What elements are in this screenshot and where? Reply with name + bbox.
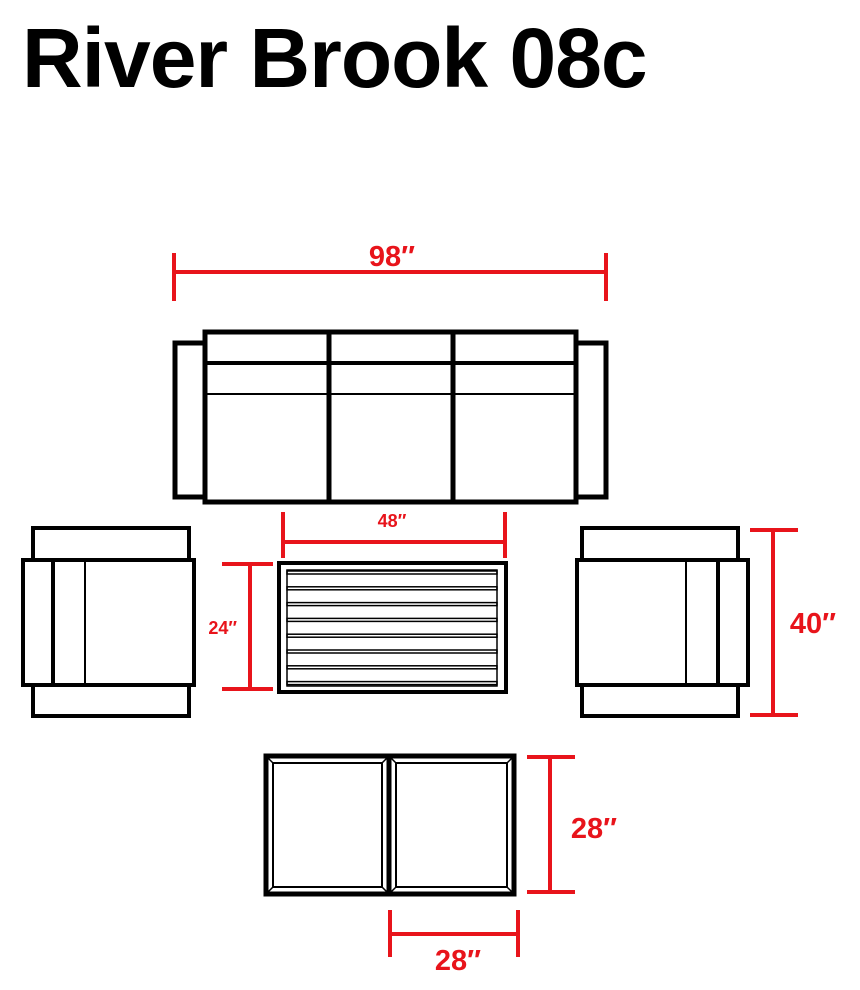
coffee-table <box>277 561 508 694</box>
chair-depth-dimension: 40″ <box>750 528 836 717</box>
ottoman-width-label: 28″ <box>435 945 481 977</box>
table-slat <box>286 665 498 670</box>
table-slat <box>286 633 498 638</box>
chair-depth-label: 40″ <box>790 608 836 640</box>
ottomans <box>263 753 517 897</box>
table-slat <box>286 617 498 623</box>
table-slat <box>286 649 498 654</box>
sofa <box>172 329 609 505</box>
ottoman-depth-dimension: 28″ <box>527 755 617 894</box>
table-width-label: 48″ <box>378 511 407 531</box>
left-armchair <box>21 526 196 718</box>
table-width-dimension: 48″ <box>281 511 507 558</box>
table-slat <box>286 601 498 607</box>
table-top-frame <box>286 569 498 687</box>
ottoman-cushion <box>395 762 508 888</box>
table-depth-label: 24″ <box>208 618 237 638</box>
ottoman-depth-label: 28″ <box>571 813 617 845</box>
table-depth-dimension: 24″ <box>208 562 273 691</box>
table-slat <box>286 586 498 591</box>
right-armchair <box>575 526 750 718</box>
table-slat <box>286 570 498 575</box>
ottoman-width-dimension: 28″ <box>388 910 520 977</box>
table-slat <box>286 680 498 686</box>
ottoman-cushion <box>272 762 383 888</box>
product-title: River Brook 08c <box>22 11 648 105</box>
sofa-width-label: 98″ <box>369 241 415 273</box>
sofa-width-dimension: 98″ <box>172 241 608 301</box>
